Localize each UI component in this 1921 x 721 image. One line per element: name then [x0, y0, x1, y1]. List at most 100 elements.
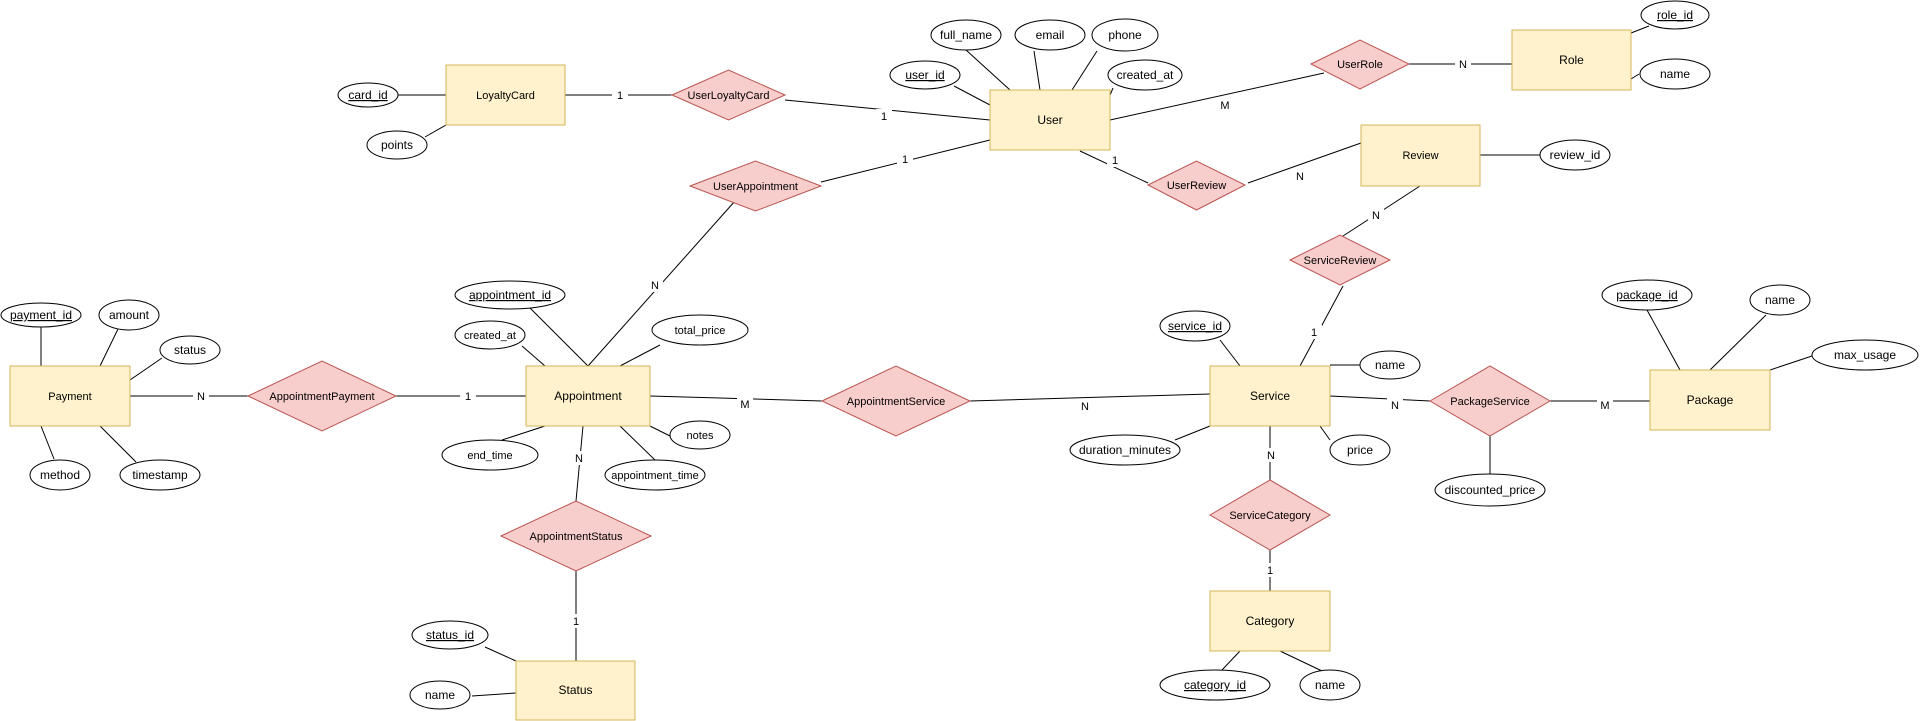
card-review-user-side: N	[1296, 171, 1304, 183]
attr-role-id[interactable]: role_id	[1640, 0, 1710, 30]
line-appointmentservice-service	[969, 393, 1211, 402]
attr-full-name[interactable]: full_name	[930, 19, 1002, 51]
line-service-packageservice	[1329, 395, 1431, 402]
attr-service-name[interactable]: name	[1359, 350, 1421, 380]
attr-user-id[interactable]: user_id	[889, 60, 961, 90]
entity-review-label: Review	[1402, 150, 1438, 162]
attr-payment-id[interactable]: payment_id	[0, 302, 82, 328]
card-category-side: 1	[1267, 565, 1273, 577]
card-service-package-side: N	[1391, 400, 1399, 412]
attr-payment-id-label: payment_id	[10, 308, 72, 322]
attr-role-name[interactable]: name	[1639, 58, 1711, 90]
attr-max-usage-label: max_usage	[1834, 348, 1896, 362]
line-price-service	[1319, 425, 1331, 441]
attr-package-id[interactable]: package_id	[1601, 279, 1693, 311]
attr-card-id[interactable]: card_id	[337, 82, 399, 108]
attr-payment-status-label: status	[174, 343, 206, 357]
entity-user-label: User	[1037, 113, 1062, 127]
entity-category-label: Category	[1246, 614, 1295, 628]
line-statusid-status	[484, 646, 517, 662]
attr-discounted-price-label: discounted_price	[1445, 483, 1536, 497]
attr-payment-status[interactable]: status	[159, 335, 221, 365]
attr-status-name[interactable]: name	[409, 680, 471, 710]
attr-timestamp[interactable]: timestamp	[119, 459, 201, 491]
card-appointment-user-side: N	[651, 280, 659, 292]
rel-appointmentstatus[interactable]: AppointmentStatus	[499, 500, 653, 572]
rel-userloyaltycard[interactable]: UserLoyaltyCard	[670, 69, 787, 121]
entity-review[interactable]: Review	[1360, 124, 1481, 187]
rel-userreview[interactable]: UserReview	[1146, 160, 1247, 211]
attr-appointment-time[interactable]: appointment_time	[604, 459, 706, 491]
rel-servicecategory[interactable]: ServiceCategory	[1209, 479, 1331, 551]
line-userid-user	[953, 85, 991, 106]
attr-amount[interactable]: amount	[98, 299, 160, 331]
attr-total-price[interactable]: total_price	[651, 314, 749, 346]
attr-discounted-price[interactable]: discounted_price	[1434, 473, 1546, 507]
attr-status-name-label: name	[425, 688, 455, 702]
rel-userreview-label: UserReview	[1167, 180, 1226, 192]
entity-appointment[interactable]: Appointment	[525, 365, 651, 427]
line-packageid-package	[1646, 309, 1681, 371]
rel-appointmentpayment[interactable]: AppointmentPayment	[246, 360, 398, 432]
line-status-payment	[129, 357, 163, 381]
entity-category[interactable]: Category	[1209, 590, 1331, 652]
attr-service-id[interactable]: service_id	[1159, 310, 1231, 342]
rel-userrole[interactable]: UserRole	[1309, 39, 1411, 90]
entity-loyaltycard-label: LoyaltyCard	[476, 90, 535, 102]
attr-points[interactable]: points	[366, 130, 428, 160]
rel-appointmentservice-label: AppointmentService	[847, 396, 945, 408]
attr-max-usage[interactable]: max_usage	[1811, 339, 1919, 371]
attr-phone[interactable]: phone	[1091, 18, 1159, 52]
rel-servicereview[interactable]: ServiceReview	[1288, 234, 1392, 286]
entity-loyaltycard[interactable]: LoyaltyCard	[445, 64, 566, 126]
rel-packageservice[interactable]: PackageService	[1429, 365, 1551, 437]
attr-status-id[interactable]: status_id	[411, 620, 489, 650]
line-categoryname-category	[1279, 650, 1323, 672]
attr-appointment-created-at[interactable]: created_at	[454, 320, 526, 350]
rel-userloyaltycard-label: UserLoyaltyCard	[688, 90, 770, 102]
attr-end-time-label: end_time	[467, 450, 512, 462]
attr-category-name[interactable]: name	[1299, 669, 1361, 701]
card-user-role-side: M	[1220, 100, 1229, 112]
line-timestamp-payment	[99, 425, 137, 463]
attr-method-label: method	[40, 468, 80, 482]
attr-notes-label: notes	[687, 430, 714, 442]
attr-total-price-label: total_price	[675, 325, 726, 337]
card-role-side: N	[1459, 59, 1467, 71]
rel-servicecategory-label: ServiceCategory	[1229, 510, 1311, 522]
attr-email[interactable]: email	[1014, 19, 1086, 51]
entity-service[interactable]: Service	[1209, 365, 1331, 427]
line-totalprice-appointment	[619, 344, 661, 367]
attr-end-time[interactable]: end_time	[441, 439, 539, 471]
attr-duration-minutes[interactable]: duration_minutes	[1069, 434, 1181, 466]
attr-package-name[interactable]: name	[1749, 284, 1811, 316]
attr-status-id-label: status_id	[426, 628, 474, 642]
entity-status[interactable]: Status	[515, 660, 636, 721]
entity-appointment-label: Appointment	[554, 389, 622, 403]
entity-service-label: Service	[1250, 389, 1290, 403]
attr-category-id[interactable]: category_id	[1159, 669, 1271, 701]
entity-user[interactable]: User	[989, 89, 1111, 151]
entity-package[interactable]: Package	[1649, 369, 1771, 431]
line-roleid-role	[1630, 25, 1650, 34]
line-phone-user	[1071, 50, 1098, 91]
entity-payment[interactable]: Payment	[9, 365, 131, 427]
card-package-side: M	[1600, 400, 1609, 412]
attr-notes[interactable]: notes	[669, 420, 731, 450]
attr-appointment-id[interactable]: appointment_id	[454, 280, 566, 310]
rel-userappointment[interactable]: UserAppointment	[688, 160, 823, 212]
attr-price[interactable]: price	[1329, 434, 1391, 466]
entity-package-label: Package	[1687, 393, 1734, 407]
attr-method[interactable]: method	[29, 459, 91, 491]
attr-user-created-at-label: created_at	[1117, 68, 1174, 82]
attr-category-name-label: name	[1315, 678, 1345, 692]
line-packagename-package	[1709, 314, 1767, 371]
attr-user-created-at[interactable]: created_at	[1107, 59, 1183, 91]
line-points-loyaltycard	[424, 124, 447, 138]
entity-role-label: Role	[1559, 53, 1584, 67]
line-rolename-role	[1630, 73, 1640, 80]
rel-appointmentservice[interactable]: AppointmentService	[820, 365, 972, 437]
entity-role[interactable]: Role	[1511, 29, 1632, 91]
attr-review-id[interactable]: review_id	[1539, 139, 1611, 171]
